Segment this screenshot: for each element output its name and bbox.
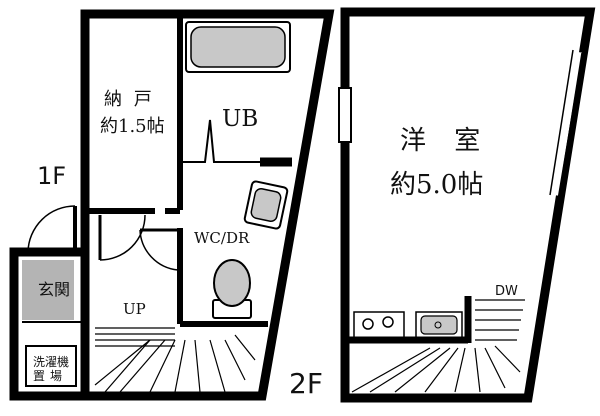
stove-burner-a	[362, 318, 374, 330]
second-floor-plan	[338, 7, 596, 403]
second-floor-label: 2F	[289, 367, 323, 400]
storage-room-name: 納 戸	[104, 89, 155, 110]
entrance-floor	[22, 260, 74, 320]
wc-door-swing	[139, 229, 179, 271]
toilet-bowl	[213, 259, 251, 307]
entrance-door-swing	[27, 205, 76, 253]
wash-basin	[243, 180, 289, 230]
window-right	[550, 51, 582, 196]
window-left	[338, 87, 352, 143]
washer-box	[25, 345, 77, 387]
ub-bottom-wall	[180, 119, 260, 163]
first-floor-plan	[9, 9, 335, 401]
window-right-frame-a	[549, 49, 574, 196]
first-floor-label: 1F	[37, 162, 67, 190]
storage-room-area: 約1.5帖	[100, 116, 165, 137]
wc-dressing-label: WC/DR	[194, 229, 250, 247]
sink	[415, 311, 463, 339]
exterior-wall-2f	[340, 7, 596, 403]
western-room-area: 約5.0帖	[390, 170, 484, 200]
washer-space-label-line1: 洗濯機	[33, 355, 70, 369]
western-room-name: 洋 室	[400, 126, 491, 156]
unit-bath-label: UB	[222, 106, 259, 132]
stove	[353, 311, 405, 339]
entrance-wall	[9, 247, 85, 401]
stairs-1f	[94, 327, 256, 393]
sink-bowl	[420, 315, 458, 335]
wash-basin-bowl	[250, 187, 282, 223]
entrance-label: 玄関	[38, 280, 71, 299]
stove-burner-b	[382, 316, 394, 328]
exterior-wall-1f	[80, 9, 335, 401]
bathtub-inner	[190, 26, 286, 68]
storage-door-swing	[99, 214, 146, 261]
down-stair-label: DW	[495, 284, 518, 299]
sink-drain	[434, 321, 442, 329]
bathtub	[185, 21, 291, 73]
window-right-frame-b	[558, 52, 583, 198]
stairs-2f	[351, 299, 525, 393]
washer-space-label-line2: 置場	[33, 369, 68, 383]
stair-up-label: UP	[123, 300, 146, 318]
